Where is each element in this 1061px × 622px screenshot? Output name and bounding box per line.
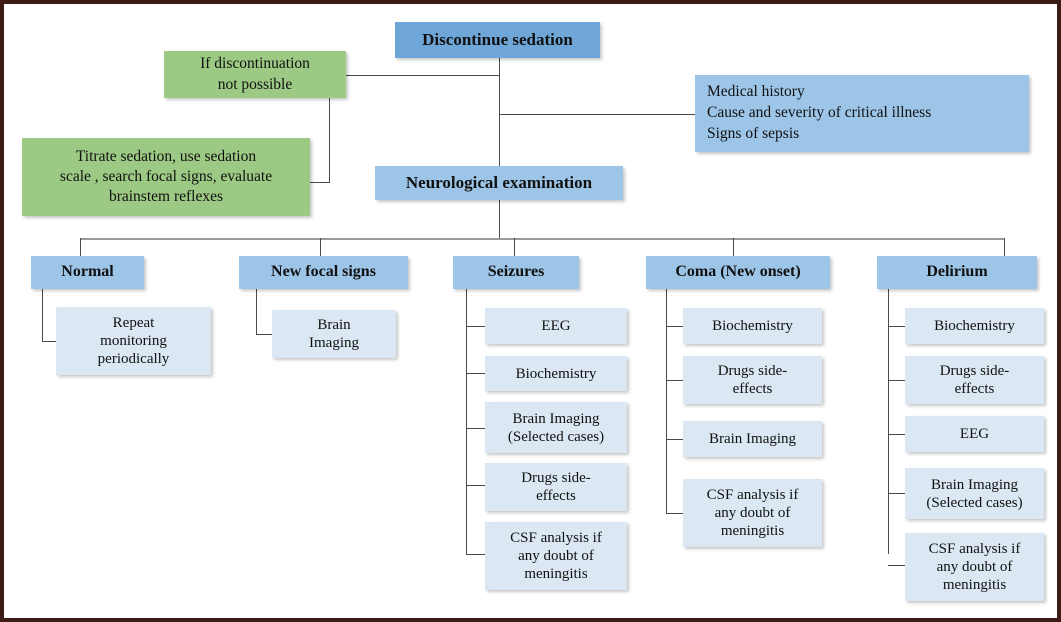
node-seizures-item-5[interactable]: CSF analysis if any doubt of meningitis (485, 522, 627, 590)
stub-seizures-5 (466, 554, 486, 555)
node-seizures-item-3[interactable]: Brain Imaging (Selected cases) (485, 402, 627, 453)
spine-normal (42, 289, 43, 341)
stub-delirium-2 (888, 380, 906, 381)
spine-focal (256, 289, 257, 334)
node-coma-item-3[interactable]: Brain Imaging (683, 421, 822, 457)
stub-seizures-3 (466, 428, 486, 429)
node-header-seizures[interactable]: Seizures (453, 256, 579, 289)
node-if-discontinuation-not-possible[interactable]: If discontinuation not possible (164, 51, 346, 98)
node-delirium-item-3[interactable]: EEG (905, 416, 1044, 452)
stub-coma-1 (666, 326, 684, 327)
connector-drop-normal (80, 238, 81, 256)
node-header-normal[interactable]: Normal (31, 256, 144, 289)
stub-normal-1 (42, 341, 58, 342)
connector-drop-coma (733, 238, 734, 256)
connector-drop-seizures (514, 238, 515, 256)
node-medical-history-info[interactable]: Medical history Cause and severity of cr… (695, 75, 1029, 152)
stub-coma-3 (666, 439, 684, 440)
node-seizures-item-4[interactable]: Drugs side- effects (485, 463, 627, 511)
connector-drop-focal (320, 238, 321, 256)
node-header-delirium[interactable]: Delirium (877, 256, 1037, 289)
node-delirium-item-5[interactable]: CSF analysis if any doubt of meningitis (905, 533, 1044, 601)
node-neurological-examination[interactable]: Neurological examination (375, 166, 623, 200)
node-header-coma[interactable]: Coma (New onset) (646, 256, 830, 289)
connector-green1-to-green2 (309, 182, 330, 183)
stub-seizures-1 (466, 326, 486, 327)
stub-coma-4 (666, 513, 684, 514)
node-delirium-item-1[interactable]: Biochemistry (905, 308, 1044, 344)
node-coma-item-4[interactable]: CSF analysis if any doubt of meningitis (683, 479, 822, 547)
node-focal-item-1[interactable]: Brain Imaging (272, 310, 396, 358)
stub-delirium-4 (888, 493, 906, 494)
connector-root-trunk (499, 57, 500, 167)
node-titrate-sedation[interactable]: Titrate sedation, use sedation scale , s… (22, 138, 310, 216)
stub-focal-1 (256, 334, 274, 335)
stub-seizures-4 (466, 485, 486, 486)
stub-delirium-1 (888, 326, 906, 327)
connector-root-to-green (345, 75, 500, 76)
node-discontinue-sedation[interactable]: Discontinue sedation (395, 22, 600, 58)
node-delirium-item-2[interactable]: Drugs side- effects (905, 356, 1044, 404)
node-coma-item-2[interactable]: Drugs side- effects (683, 356, 822, 404)
stub-coma-2 (666, 380, 684, 381)
stub-delirium-5 (888, 565, 906, 566)
connector-drop-delirium (1004, 238, 1005, 256)
node-normal-item-1[interactable]: Repeat monitoring periodically (56, 307, 211, 375)
node-coma-item-1[interactable]: Biochemistry (683, 308, 822, 344)
spine-seizures (466, 289, 467, 554)
flowchart-canvas: Discontinue sedation If discontinuation … (4, 4, 1057, 618)
connector-neuro-down (499, 200, 500, 239)
node-seizures-item-2[interactable]: Biochemistry (485, 356, 627, 391)
connector-green1-down (329, 97, 330, 182)
connector-column-bus (80, 238, 1005, 240)
node-seizures-item-1[interactable]: EEG (485, 308, 627, 344)
node-header-new-focal-signs[interactable]: New focal signs (239, 256, 408, 289)
stub-seizures-2 (466, 373, 486, 374)
spine-delirium (888, 289, 889, 554)
stub-delirium-3 (888, 434, 906, 435)
node-delirium-item-4[interactable]: Brain Imaging (Selected cases) (905, 468, 1044, 519)
spine-coma (666, 289, 667, 513)
connector-root-to-info (499, 114, 696, 115)
